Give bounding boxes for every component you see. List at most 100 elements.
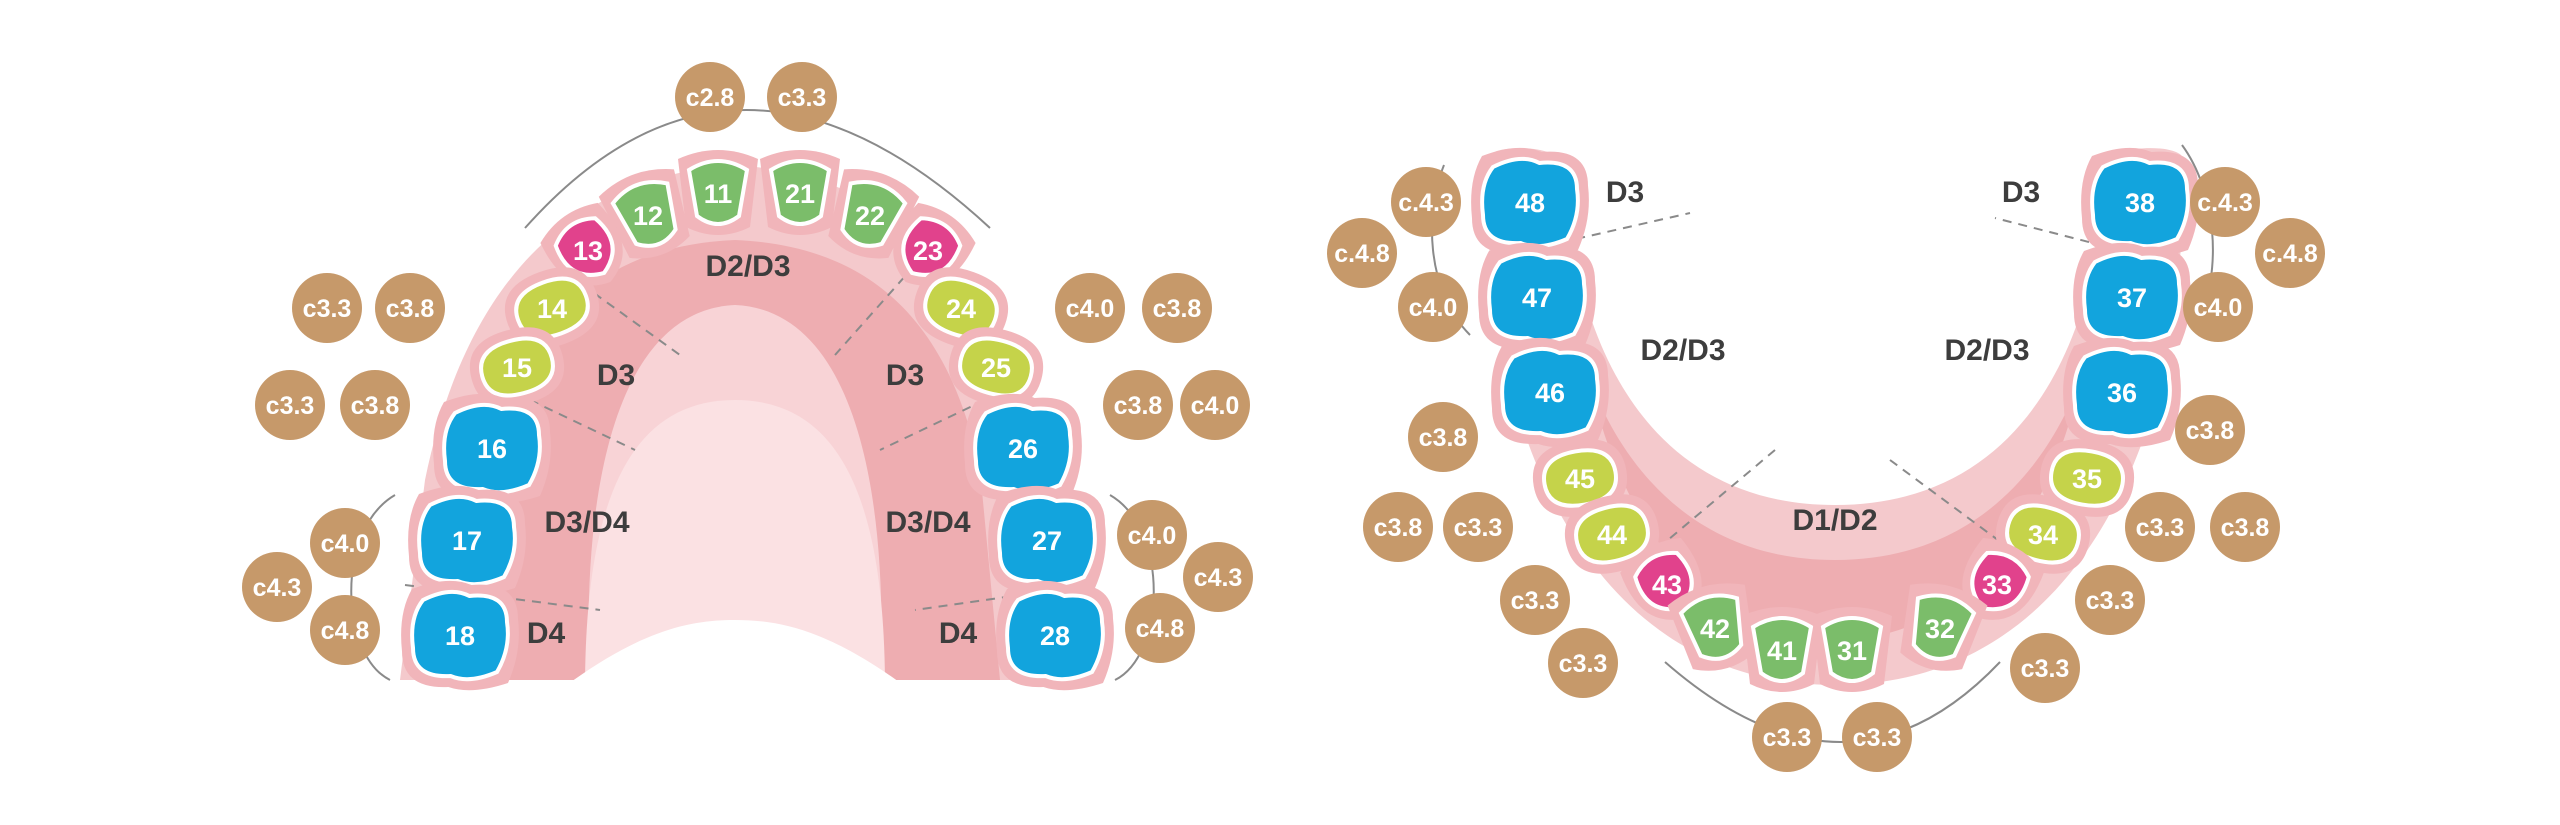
tooth-44[interactable]: 44	[1557, 485, 1667, 583]
implant-size-badge: c3.8	[1363, 492, 1433, 562]
tooth-number: 46	[1535, 378, 1565, 408]
implant-size-badge: c4.0	[310, 508, 380, 578]
tooth-crown	[479, 336, 555, 398]
implant-size-badge: c3.3	[1842, 702, 1912, 772]
badge-label: c2.8	[686, 84, 735, 112]
badge-circle	[2255, 218, 2325, 288]
tooth-number: 48	[1515, 188, 1545, 218]
tooth-crown	[1911, 593, 1977, 661]
implant-size-badge: c3.8	[1408, 402, 1478, 472]
tooth-number: 47	[1522, 283, 1552, 313]
upper-arch-guide-left	[350, 494, 396, 681]
badge-circle	[242, 552, 312, 622]
tooth-number: 13	[573, 236, 603, 266]
tooth-crown	[2090, 156, 2190, 249]
tooth-number: 16	[477, 434, 507, 464]
tooth-number: 27	[1032, 526, 1062, 556]
implant-size-badge: c4.0	[1117, 500, 1187, 570]
lower-arch-guide-bottom	[1664, 661, 2001, 743]
zone-label: D2/D3	[1640, 334, 1725, 367]
tooth-12[interactable]: 12	[596, 161, 700, 268]
badge-circle	[1363, 492, 1433, 562]
tooth-17[interactable]: 17	[408, 485, 526, 596]
tooth-36[interactable]: 36	[2063, 337, 2181, 448]
badge-label: c4.0	[1066, 295, 1115, 323]
implant-size-badge: c3.3	[2075, 565, 2145, 635]
tooth-number: 31	[1837, 636, 1867, 666]
tooth-number: 41	[1767, 636, 1797, 666]
implant-size-badge: c.4.8	[2255, 218, 2325, 288]
tooth-34[interactable]: 34	[1988, 485, 2098, 583]
badge-circle	[2210, 492, 2280, 562]
tooth-crown	[2082, 251, 2182, 344]
tooth-48[interactable]: 48	[1471, 147, 1589, 258]
tooth-crown	[840, 180, 908, 248]
tooth-number: 14	[537, 294, 567, 324]
tooth-33[interactable]: 33	[1946, 530, 2050, 636]
implant-size-badge: c4.0	[1180, 370, 1250, 440]
badge-label: c3.8	[1153, 295, 1202, 323]
badge-label: c4.0	[1128, 522, 1177, 550]
tooth-47[interactable]: 47	[1478, 242, 1596, 353]
tooth-16[interactable]: 16	[433, 393, 551, 504]
tooth-28[interactable]: 28	[996, 580, 1114, 691]
badge-label: c3.3	[1559, 650, 1608, 678]
implant-size-badge: c3.3	[1548, 628, 1618, 698]
badge-label: c.4.8	[1334, 240, 1390, 268]
implant-size-badge: c4.0	[1398, 272, 1468, 342]
tooth-25[interactable]: 25	[941, 318, 1051, 416]
tooth-crown	[1480, 156, 1580, 249]
badge-label: c.4.3	[2197, 189, 2253, 217]
lower-gum-band	[1590, 380, 2080, 640]
badge-label: c3.3	[778, 84, 827, 112]
badge-circle	[310, 595, 380, 665]
tooth-41[interactable]: 41	[1742, 607, 1822, 692]
tooth-crown	[1678, 593, 1744, 661]
implant-size-badge: c2.8	[675, 62, 745, 132]
tooth-number: 32	[1925, 614, 1955, 644]
tooth-13[interactable]: 13	[534, 195, 640, 303]
tooth-23[interactable]: 23	[875, 195, 981, 303]
tooth-42[interactable]: 42	[1665, 576, 1764, 679]
tooth-11[interactable]: 11	[678, 150, 758, 235]
tooth-crown	[686, 159, 750, 226]
badge-label: c4.0	[321, 530, 370, 558]
tooth-37[interactable]: 37	[2073, 242, 2191, 353]
tooth-26[interactable]: 26	[964, 393, 1082, 504]
tooth-number: 26	[1008, 434, 1038, 464]
tooth-crown	[1750, 616, 1814, 683]
upper-zone-labels: D2/D3 D3 D3 D3/D4 D3/D4 D4 D4	[527, 250, 978, 650]
badge-circle	[1548, 628, 1618, 698]
tooth-number: 21	[785, 179, 815, 209]
tooth-21[interactable]: 21	[760, 150, 840, 235]
badge-circle	[2175, 395, 2245, 465]
implant-size-badge: c3.3	[1500, 565, 1570, 635]
tooth-crown	[997, 494, 1097, 587]
tooth-27[interactable]: 27	[988, 485, 1106, 596]
tooth-32[interactable]: 32	[1890, 576, 1989, 679]
badge-label: c4.8	[1136, 615, 1185, 643]
badge-label: c3.8	[386, 295, 435, 323]
zone-label: D1/D2	[1792, 504, 1877, 537]
tooth-15[interactable]: 15	[462, 318, 572, 416]
badge-circle	[1500, 565, 1570, 635]
implant-size-badge: c3.3	[2125, 492, 2195, 562]
badge-circle	[2125, 492, 2195, 562]
tooth-35[interactable]: 35	[2034, 432, 2140, 523]
tooth-18[interactable]: 18	[401, 580, 519, 691]
tooth-31[interactable]: 31	[1812, 607, 1892, 692]
badge-label: c4.0	[2194, 294, 2243, 322]
tooth-crown	[1487, 251, 1587, 344]
badge-label: c3.3	[1511, 587, 1560, 615]
badge-label: c3.3	[2136, 514, 2185, 542]
implant-size-badge: c4.3	[1183, 542, 1253, 612]
badge-circle	[255, 370, 325, 440]
tooth-38[interactable]: 38	[2081, 147, 2199, 258]
tooth-crown	[1500, 346, 1600, 439]
tooth-crown	[1633, 550, 1694, 612]
tooth-number: 36	[2107, 378, 2137, 408]
implant-size-badge: c3.8	[340, 370, 410, 440]
implant-size-badge: c4.3	[242, 552, 312, 622]
tooth-46[interactable]: 46	[1491, 337, 1609, 448]
zone-label: D3	[597, 359, 635, 392]
